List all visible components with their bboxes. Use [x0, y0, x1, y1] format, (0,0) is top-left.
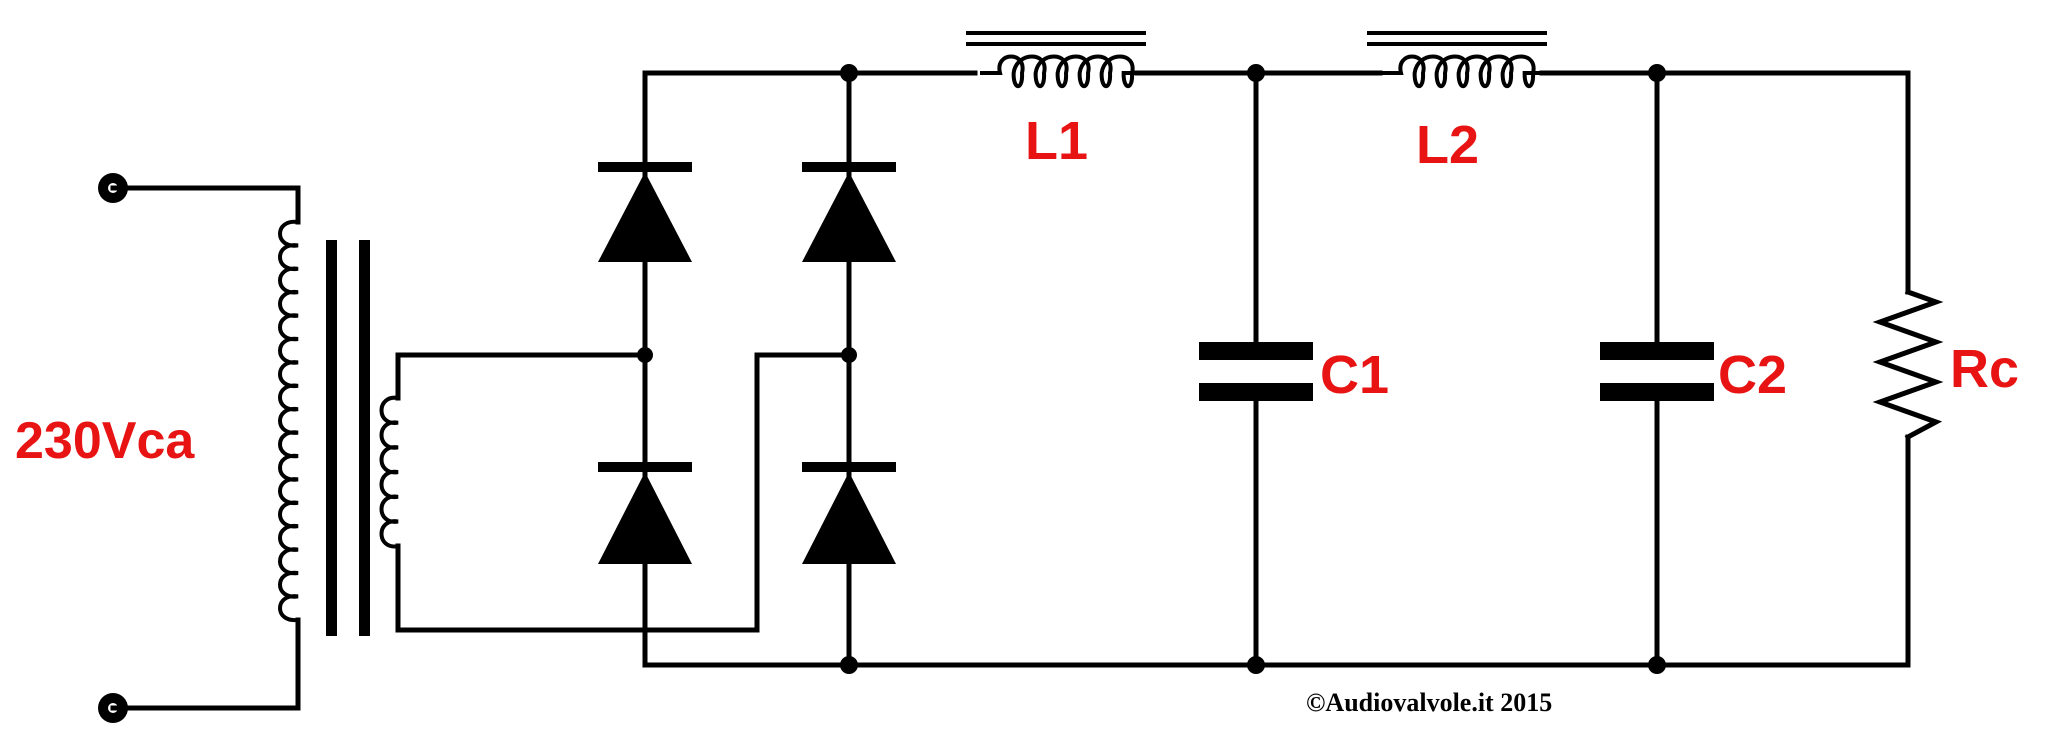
inductor-l1-label: L1 — [1025, 111, 1088, 171]
inductor-l2-label: L2 — [1416, 115, 1479, 175]
junction-dot — [1648, 656, 1666, 674]
ground-rail — [642, 434, 1911, 668]
transformer-primary-winding — [278, 219, 299, 622]
capacitor-c1-label: C1 — [1320, 345, 1389, 405]
inductor-l2 — [1367, 31, 1553, 89]
copyright-notice: ©Audiovalvole.it 2015 — [1306, 688, 1552, 717]
capacitor-c2 — [1600, 342, 1714, 401]
junction-dot — [841, 347, 857, 363]
inductor-l1 — [966, 31, 1152, 89]
primary-lead-top — [110, 185, 301, 225]
diode-d1 — [598, 162, 692, 262]
junction-dot — [1247, 64, 1265, 82]
primary-lead-bottom — [110, 617, 301, 711]
load-resistor-rc — [1872, 288, 1944, 441]
transformer-core-bar-right — [359, 240, 370, 636]
secondary-lead-bottom — [395, 352, 852, 633]
diode-d2 — [802, 162, 896, 262]
positive-rail-right — [1539, 70, 1911, 295]
diode-d3 — [598, 462, 692, 564]
diode-d4 — [802, 462, 896, 564]
capacitor-c2-label: C2 — [1718, 345, 1787, 405]
junction-dot — [840, 656, 858, 674]
transformer-secondary-winding — [379, 395, 399, 549]
capacitor-c1 — [1199, 342, 1313, 401]
input-voltage-label: 230Vca — [15, 412, 195, 470]
junction-dot — [840, 64, 858, 82]
junction-dot — [637, 347, 653, 363]
secondary-lead-top — [395, 352, 648, 401]
junction-dot — [1247, 656, 1265, 674]
transformer-core-bar-left — [326, 240, 337, 636]
junction-dot — [1648, 64, 1666, 82]
load-resistor-label: Rc — [1950, 339, 2019, 399]
